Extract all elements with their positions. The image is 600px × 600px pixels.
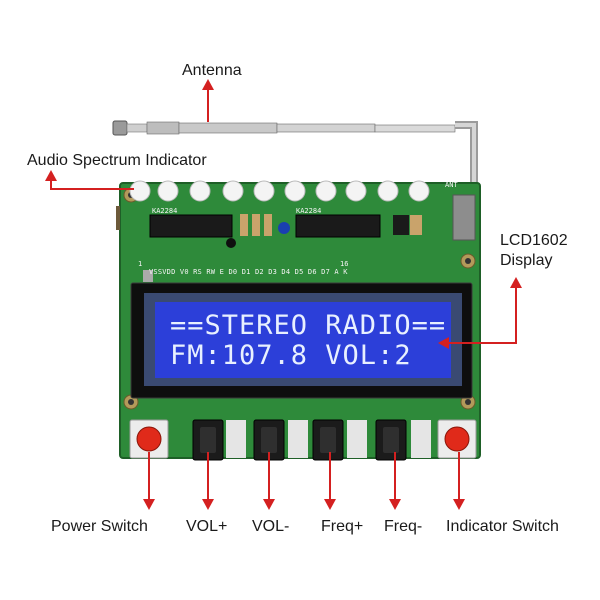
pin-last-label: 16 (340, 260, 349, 268)
lcd-label-line1: LCD1602 (500, 232, 568, 249)
indicator-switch-cap (444, 426, 470, 452)
indicator-switch-label: Indicator Switch (446, 518, 559, 535)
antenna-terminal (452, 194, 476, 241)
arrow-lcd (446, 285, 517, 344)
freq-down-label: Freq- (384, 518, 423, 535)
pin-first-label: 1 (138, 260, 143, 268)
arrow-lcd-tail (438, 337, 449, 349)
vol-up-label: VOL+ (186, 518, 228, 535)
lcd-module (130, 270, 473, 399)
freq-up-label: Freq+ (321, 518, 364, 535)
antenna (112, 120, 478, 200)
arrow-frequp-head (324, 499, 336, 510)
arrow-audio-head (45, 170, 57, 181)
led-row (129, 180, 430, 202)
arrow-volup-head (202, 499, 214, 510)
callout-arrows (45, 79, 522, 510)
ic-left-label: KA2284 (152, 207, 178, 215)
ic-left (149, 214, 233, 238)
lcd-row-1: ==STEREO RADIO== (170, 310, 447, 341)
arrow-freqdown-head (389, 499, 401, 510)
arrow-audio (50, 178, 134, 190)
power-switch-cap (136, 426, 162, 452)
power-switch-label: Power Switch (51, 518, 148, 535)
lcd-row-2: FM:107.8 VOL:2 (170, 340, 412, 371)
ic-right-label: KA2284 (296, 207, 322, 215)
buttons (129, 419, 477, 461)
arrow-lcd-head (510, 277, 522, 288)
ant-label: ANT (445, 181, 458, 189)
arrow-indicator-head (453, 499, 465, 510)
vol-down-label: VOL- (252, 518, 290, 535)
ic-right (295, 214, 381, 238)
antenna-label: Antenna (182, 62, 242, 79)
lcd-pin-labels: VSSVDD V0 RS RW E D0 D1 D2 D3 D4 D5 D6 D… (149, 268, 348, 276)
components (116, 206, 422, 248)
arrow-voldown-head (263, 499, 275, 510)
lcd-label-line2: Display (500, 252, 553, 269)
arrow-power-head (143, 499, 155, 510)
arrow-antenna-head (202, 79, 214, 90)
audio-spectrum-label: Audio Spectrum Indicator (27, 152, 207, 169)
lcd-screen (155, 302, 451, 378)
